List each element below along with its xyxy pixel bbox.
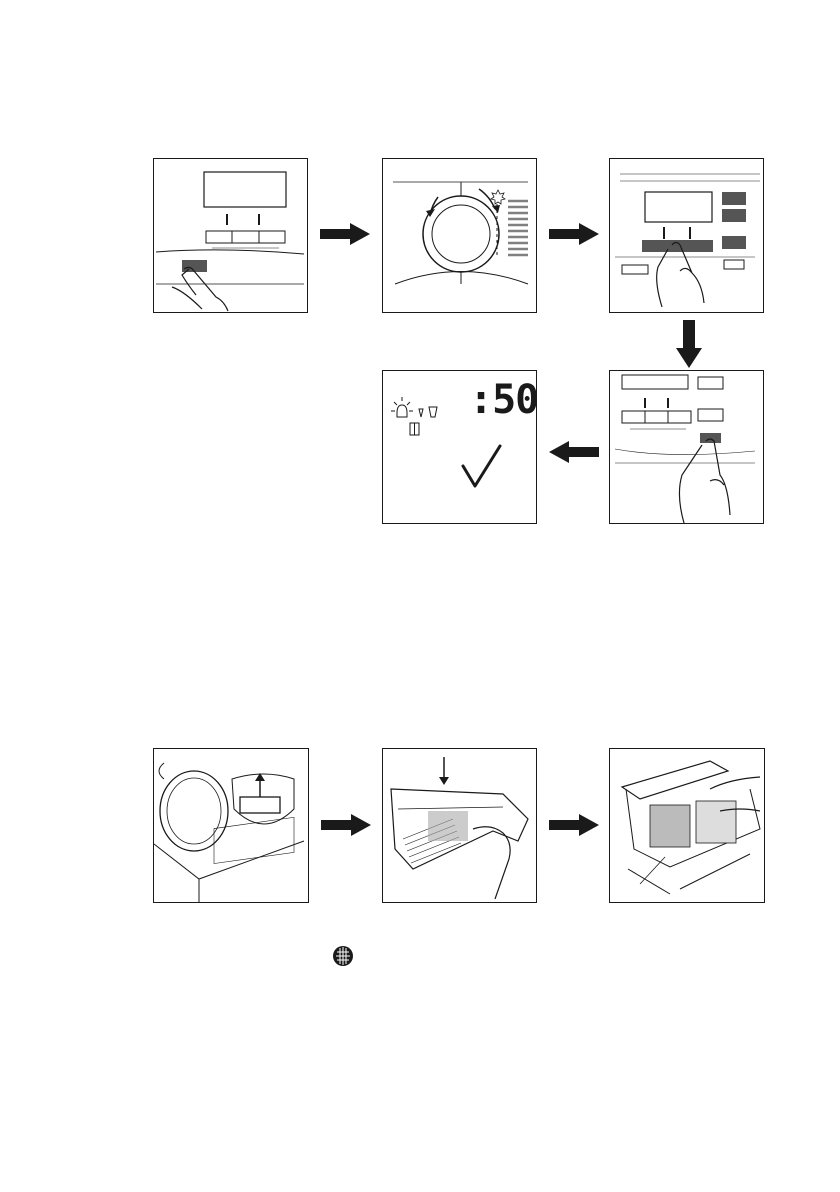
arrow-down-1 <box>676 320 702 368</box>
step-dial-panel <box>382 158 537 313</box>
step-remove-filter-panel <box>153 748 309 903</box>
power-button-illustration <box>154 159 308 313</box>
remove-filter-illustration <box>154 749 309 903</box>
arrow-right-3 <box>321 814 371 836</box>
step-display-panel: :50 <box>382 370 537 524</box>
program-dial-illustration <box>383 159 537 313</box>
arrow-right-2 <box>549 223 599 245</box>
step-clean-filter-panel <box>609 748 765 903</box>
arrow-right-1 <box>320 223 370 245</box>
display-time: :50 <box>469 377 537 423</box>
step-start-panel <box>609 370 764 524</box>
start-button-illustration <box>610 371 764 524</box>
open-filter-illustration <box>383 749 537 903</box>
step-power-panel <box>153 158 308 313</box>
option-buttons-illustration <box>610 159 764 313</box>
arrow-left-1 <box>549 441 599 463</box>
arrow-right-4 <box>549 814 599 836</box>
filter-symbol-icon <box>332 945 354 967</box>
step-options-panel <box>609 158 764 313</box>
step-open-filter-panel <box>382 748 537 903</box>
clean-filter-illustration <box>610 749 765 903</box>
